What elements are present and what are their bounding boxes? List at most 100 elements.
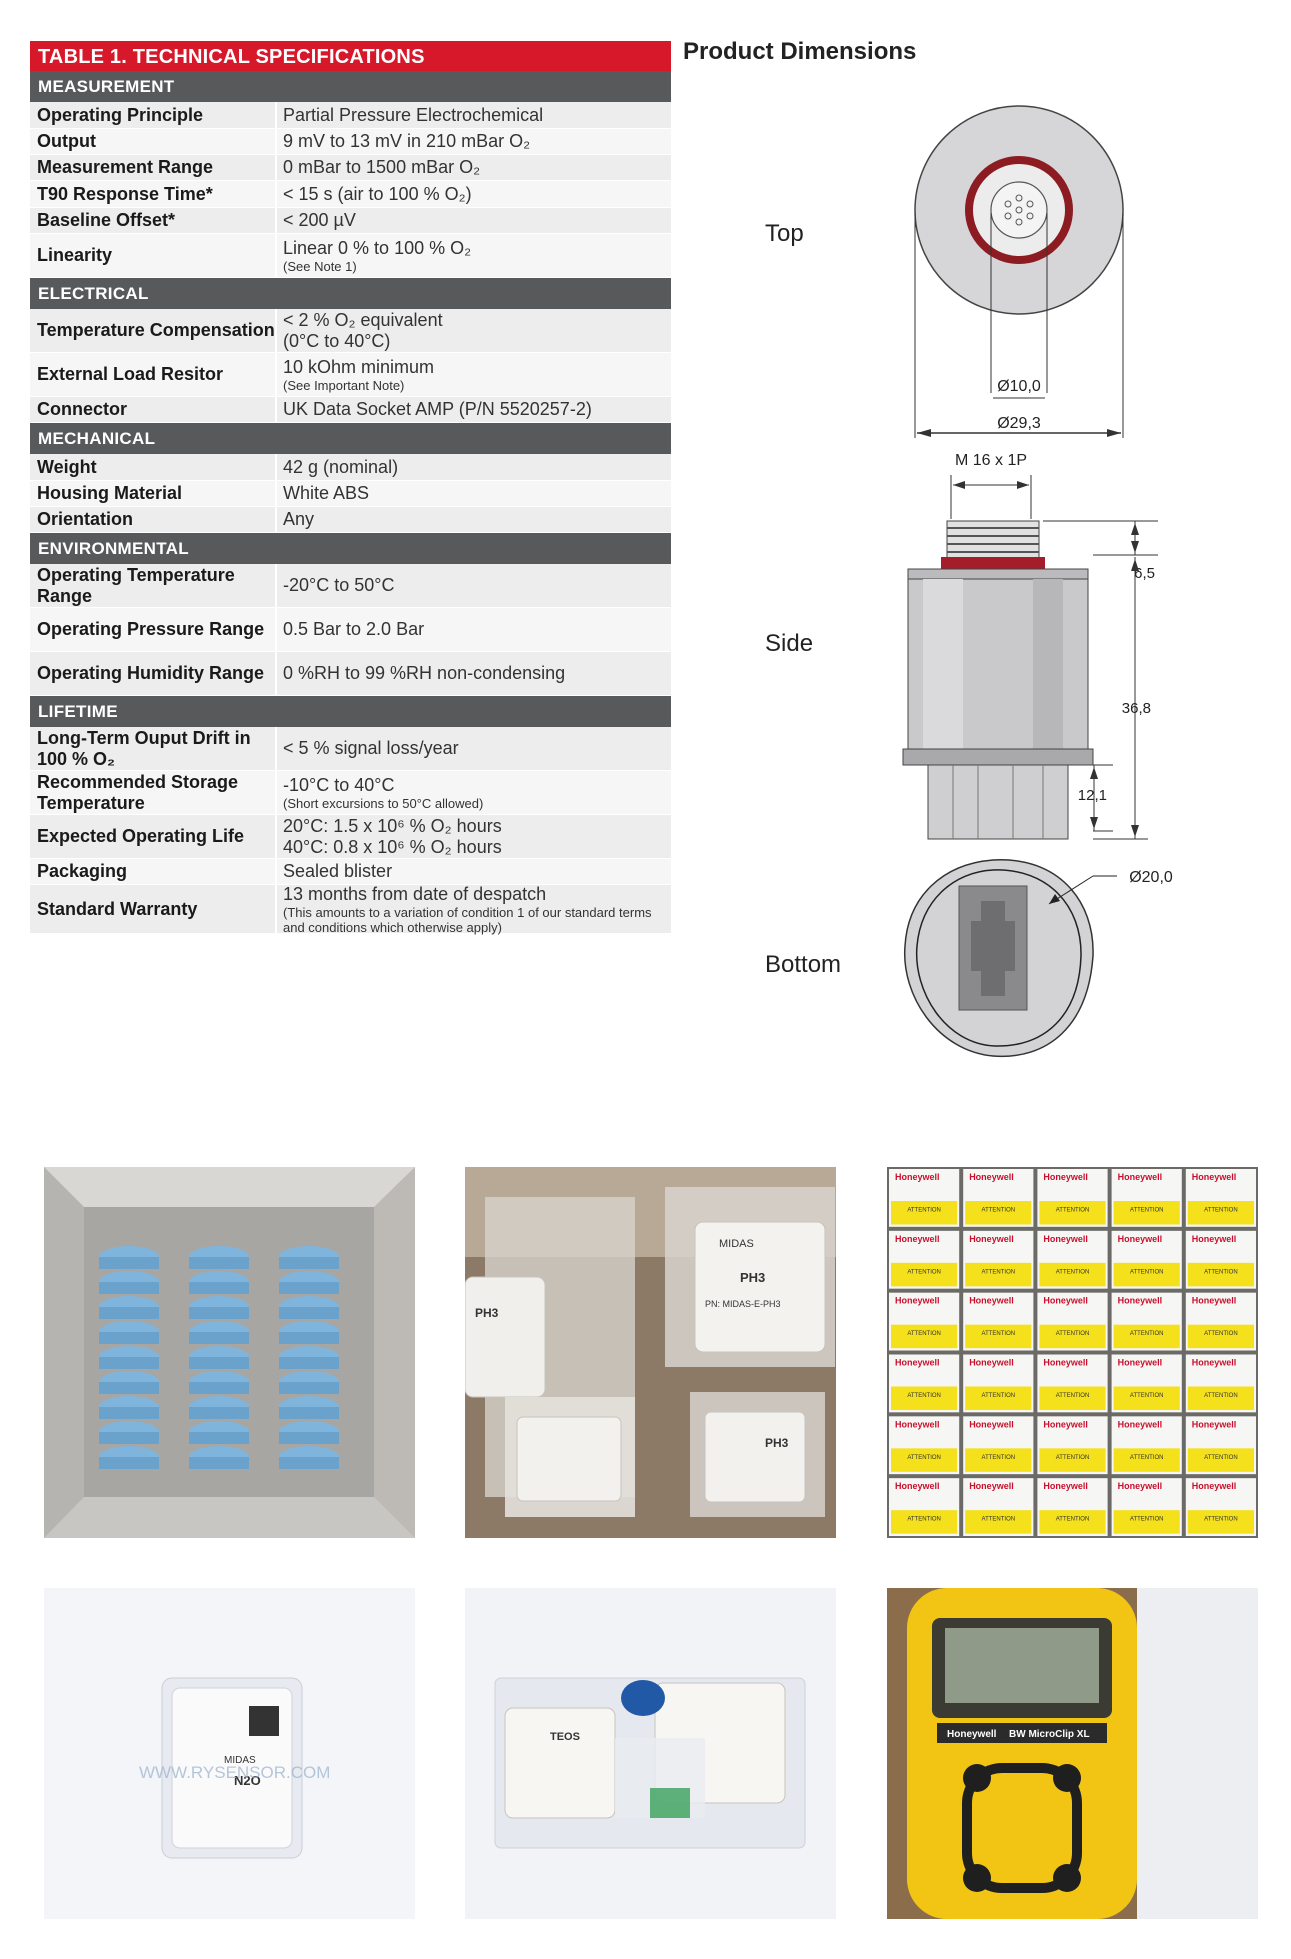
row-note: (See Important Note) — [283, 377, 405, 393]
row-value: 0 %RH to 99 %RH non-condensing — [283, 663, 566, 683]
row-value-2: 40°C: 0.8 x 10⁶ % O₂ hours — [283, 836, 502, 857]
row-label: Standard Warranty — [30, 885, 277, 933]
row-label: External Load Resitor — [30, 353, 277, 396]
row-value-cell: Sealed blister — [277, 859, 671, 884]
table-row: Operating Humidity Range 0 %RH to 99 %RH … — [30, 652, 671, 696]
blue-sensor-side — [99, 1457, 159, 1469]
row-label: Baseline Offset* — [30, 208, 277, 233]
row-value-cell: Any — [277, 507, 671, 532]
box-brand: Honeywell — [1192, 1481, 1237, 1491]
row-label: Measurement Range — [30, 155, 277, 180]
blue-sensor-side — [99, 1382, 159, 1394]
row-value: 0.5 Bar to 2.0 Bar — [283, 619, 425, 639]
box-label-text: ATTENTION — [1056, 1517, 1090, 1523]
box-warning-label — [1039, 1448, 1106, 1472]
row-value-cell: 10 kOhm minimum(See Important Note) — [277, 353, 671, 396]
height-bottom: 12,1 — [1078, 787, 1107, 804]
box-label-text: ATTENTION — [907, 1208, 941, 1214]
box-warning-label — [891, 1324, 958, 1349]
box-label-text: ATTENTION — [1130, 1455, 1164, 1461]
row-value: -10°C to 40°C — [283, 774, 395, 795]
box-warning-label — [1039, 1510, 1106, 1534]
box-brand: Honeywell — [969, 1296, 1014, 1306]
box-warning-label — [1039, 1262, 1106, 1287]
blue-sensor-side — [189, 1332, 249, 1344]
box-label-text: ATTENTION — [982, 1269, 1016, 1275]
box-brand: Honeywell — [1043, 1172, 1088, 1182]
blue-sensor-side — [99, 1357, 159, 1369]
cartridge-text-2b: PH3 — [475, 1306, 499, 1320]
table-row: Baseline Offset*< 200 µV — [30, 208, 671, 234]
row-value-cell: Linear 0 % to 100 % O₂(See Note 1) — [277, 234, 671, 277]
blue-sensor-side — [279, 1457, 339, 1469]
row-label: Operating Temperature Range — [30, 564, 277, 607]
box-warning-label — [1113, 1201, 1180, 1225]
box-label-text: ATTENTION — [1056, 1208, 1090, 1214]
box-warning-label — [965, 1448, 1032, 1472]
row-value-cell: 9 mV to 13 mV in 210 mBar O₂ — [277, 129, 671, 154]
section-rows: Operating Temperature Range-20°C to 50°C… — [30, 564, 671, 696]
row-value-cell: 13 months from date of despatch(This amo… — [277, 884, 671, 935]
detector-model: BW MicroClip XL — [1009, 1729, 1090, 1740]
row-value: < 5 % signal loss/year — [283, 738, 459, 758]
row-value-cell: Partial Pressure Electrochemical — [277, 102, 671, 128]
blue-sensor-side — [99, 1407, 159, 1419]
cartridge-text-2c: PH3 — [765, 1436, 789, 1450]
blue-sensor-side — [189, 1382, 249, 1394]
box-warning-label — [1187, 1510, 1254, 1534]
box-label-text: ATTENTION — [1056, 1331, 1090, 1337]
row-label: Expected Operating Life — [30, 815, 277, 858]
box-brand: Honeywell — [1118, 1358, 1163, 1368]
view-label-bottom: Bottom — [765, 951, 842, 978]
blue-sensor-side — [279, 1382, 339, 1394]
row-value: Sealed blister — [283, 861, 393, 881]
row-value-cell: UK Data Socket AMP (P/N 5520257-2) — [277, 397, 671, 422]
bottom-view-drawing: Ø20,0 — [904, 859, 1173, 1058]
box-warning-label — [1113, 1324, 1180, 1349]
row-label: Operating Pressure Range — [30, 608, 277, 651]
row-value: Linear 0 % to 100 % O₂ — [283, 237, 472, 258]
row-value: Partial Pressure Electrochemical — [283, 104, 544, 125]
row-label: Housing Material — [30, 481, 277, 506]
box-brand: Honeywell — [895, 1234, 940, 1244]
blue-sensor-side — [279, 1257, 339, 1269]
row-label: Connector — [30, 397, 277, 422]
row-value-cell: White ABS — [277, 481, 671, 506]
box-label-text: ATTENTION — [1130, 1208, 1164, 1214]
top-view-drawing: Ø10,0 Ø29,3 — [914, 105, 1124, 438]
blue-sensor-side — [189, 1407, 249, 1419]
box-warning-label — [1113, 1262, 1180, 1287]
box-brand: Honeywell — [969, 1481, 1014, 1491]
blue-sensor-side — [279, 1307, 339, 1319]
row-note: (Short excursions to 50°C allowed) — [283, 795, 484, 811]
box-warning-label — [1187, 1448, 1254, 1472]
blue-sensor-side — [99, 1257, 159, 1269]
box-label-text: ATTENTION — [982, 1455, 1016, 1461]
box-warning-label — [1039, 1324, 1106, 1349]
table-title: TABLE 1. TECHNICAL SPECIFICATIONS — [30, 41, 671, 71]
box-label-text: ATTENTION — [1130, 1393, 1164, 1399]
section-rows: Temperature Compensation< 2 % O₂ equival… — [30, 309, 671, 423]
box-brand: Honeywell — [969, 1234, 1014, 1244]
teos-text: TEOS — [550, 1731, 580, 1743]
box-label-text: ATTENTION — [1204, 1208, 1238, 1214]
blue-sensor-side — [189, 1282, 249, 1294]
section-header: MEASUREMENT — [30, 71, 671, 102]
blue-sensor-side — [279, 1332, 339, 1344]
table-row: T90 Response Time*< 15 s (air to 100 % O… — [30, 181, 671, 208]
photo-n2o-blister: MIDAS N2O WWW.RYSENSOR.COM — [44, 1588, 415, 1959]
row-label: Operating Humidity Range — [30, 652, 277, 695]
box-warning-label — [965, 1510, 1032, 1534]
box-brand: Honeywell — [1118, 1419, 1163, 1429]
box-label-text: ATTENTION — [982, 1393, 1016, 1399]
box-label-text: ATTENTION — [1056, 1269, 1090, 1275]
cartridge-text-2: PH3 — [740, 1270, 765, 1285]
height-total: 36,8 — [1122, 700, 1151, 717]
